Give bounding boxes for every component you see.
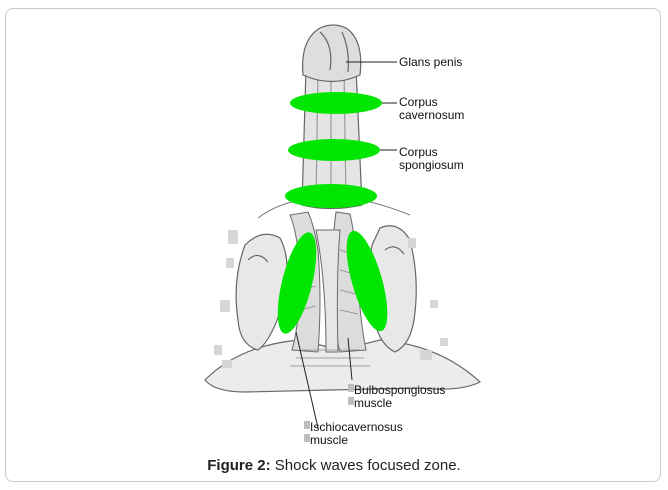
glans [303, 25, 361, 82]
label-glans-penis: Glans penis [399, 56, 462, 69]
caption-text: Shock waves focused zone. [271, 457, 461, 474]
label-ischiocavernosus-muscle: Ischiocavernosus muscle [310, 421, 403, 447]
left-pubic-bone [236, 234, 287, 350]
label-corpus-cavernosum: Corpus cavernosum [399, 96, 464, 122]
focus-zone-upper [290, 92, 382, 114]
figure-caption: Figure 2: Shock waves focused zone. [0, 457, 668, 474]
caption-prefix: Figure 2: [207, 457, 270, 474]
focus-zone-middle [288, 139, 380, 161]
focus-zone-lower [285, 184, 377, 208]
label-bulbospongiosus-muscle: Bulbospongiosus muscle [354, 384, 445, 410]
label-corpus-spongiosum: Corpus spongiosum [399, 146, 464, 172]
penile-anatomy-diagram [0, 0, 668, 450]
